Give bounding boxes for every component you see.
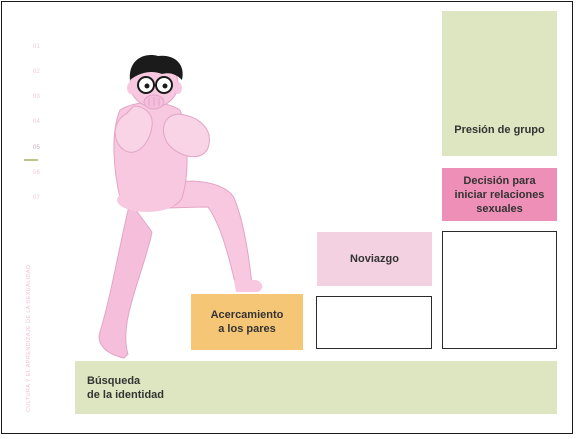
step-acercamiento-pares: Acercamiento a los pares	[191, 294, 303, 350]
step-decision-relaciones: Decisión para iniciar relaciones sexuale…	[442, 168, 557, 221]
nav-item-07[interactable]: 07	[33, 195, 41, 201]
nav-item-05[interactable]: 05	[33, 145, 41, 151]
slide-frame: 01 02 03 04 05 06 07 CULTURA Y EL APREND…	[1, 1, 573, 434]
step-label: Búsqueda de la identidad	[87, 374, 165, 401]
step-label: Acercamiento a los pares	[210, 309, 284, 335]
step-label: Noviazgo	[350, 253, 399, 265]
step-label: Presión de grupo	[454, 124, 545, 136]
step-noviazgo: Noviazgo	[317, 232, 432, 286]
step-busqueda-identidad: Búsqueda de la identidad	[75, 361, 557, 414]
step-label: Decisión para iniciar relaciones sexuale…	[454, 174, 545, 215]
nav-active-indicator	[24, 159, 38, 161]
nav-item-06[interactable]: 06	[33, 170, 41, 176]
step-presion-grupo: Presión de grupo	[442, 11, 557, 156]
step-riser-2	[442, 231, 557, 349]
nav-item-04[interactable]: 04	[33, 119, 41, 125]
nav-item-03[interactable]: 03	[33, 94, 41, 100]
step-riser-1	[316, 296, 432, 349]
nav-item-02[interactable]: 02	[33, 69, 41, 75]
nav-item-01[interactable]: 01	[33, 44, 41, 50]
